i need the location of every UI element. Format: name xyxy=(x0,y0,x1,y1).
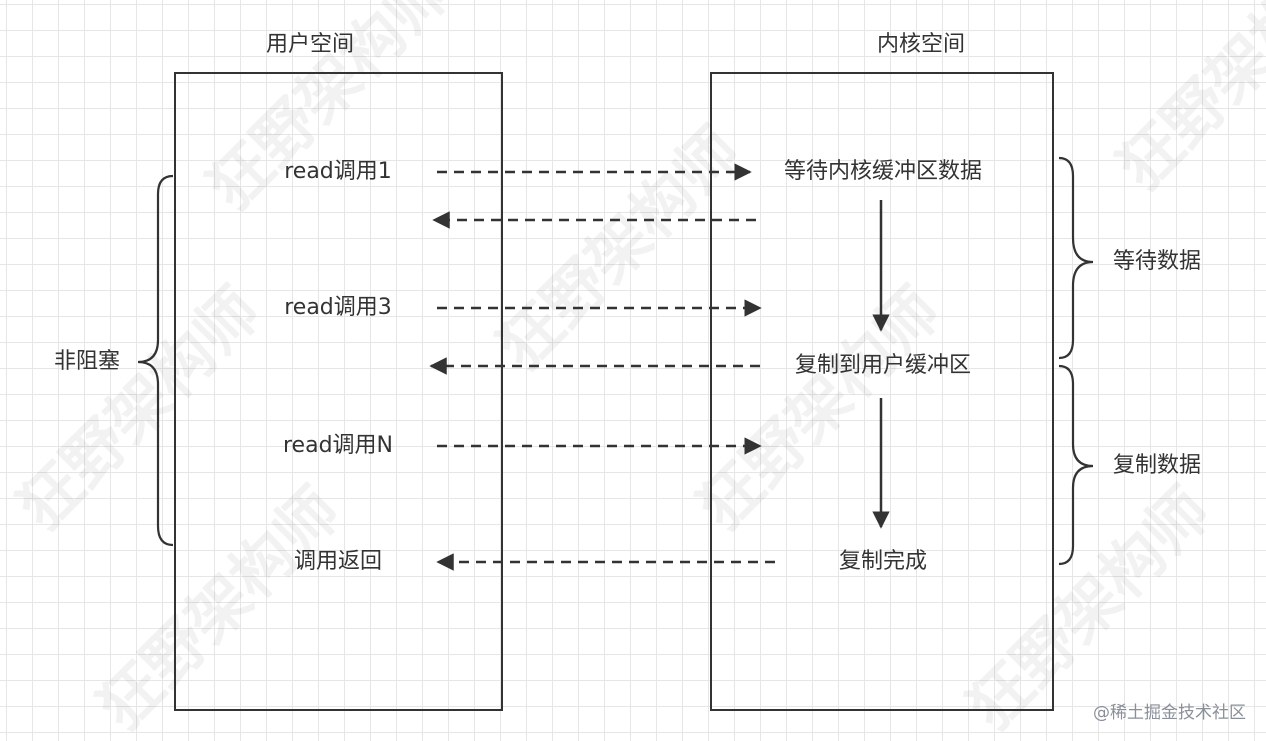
non-blocking-label: 非阻塞 xyxy=(53,349,121,374)
copy-complete-label: 复制完成 xyxy=(838,549,928,574)
wait-kernel-buffer-label: 等待内核缓冲区数据 xyxy=(783,159,983,184)
read-call-3-label: read调用3 xyxy=(284,295,392,320)
read-call-n-label: read调用N xyxy=(282,433,394,458)
brace-copying-data xyxy=(1058,364,1094,566)
user-space-title: 用户空间 xyxy=(265,32,355,57)
brace-waiting-data xyxy=(1058,156,1094,360)
kernel-space-title: 内核空间 xyxy=(876,32,966,57)
read-call-1-label: read调用1 xyxy=(284,159,392,184)
call-return-label: 调用返回 xyxy=(293,549,383,574)
copy-to-user-buffer-label: 复制到用户缓冲区 xyxy=(794,353,972,378)
copying-data-label: 复制数据 xyxy=(1112,453,1202,478)
waiting-data-label: 等待数据 xyxy=(1112,249,1202,274)
brace-non-blocking xyxy=(137,174,174,547)
user-space-box xyxy=(174,72,503,711)
kernel-space-box xyxy=(710,72,1054,711)
site-watermark: @稀土掘金技术社区 xyxy=(1093,703,1246,723)
